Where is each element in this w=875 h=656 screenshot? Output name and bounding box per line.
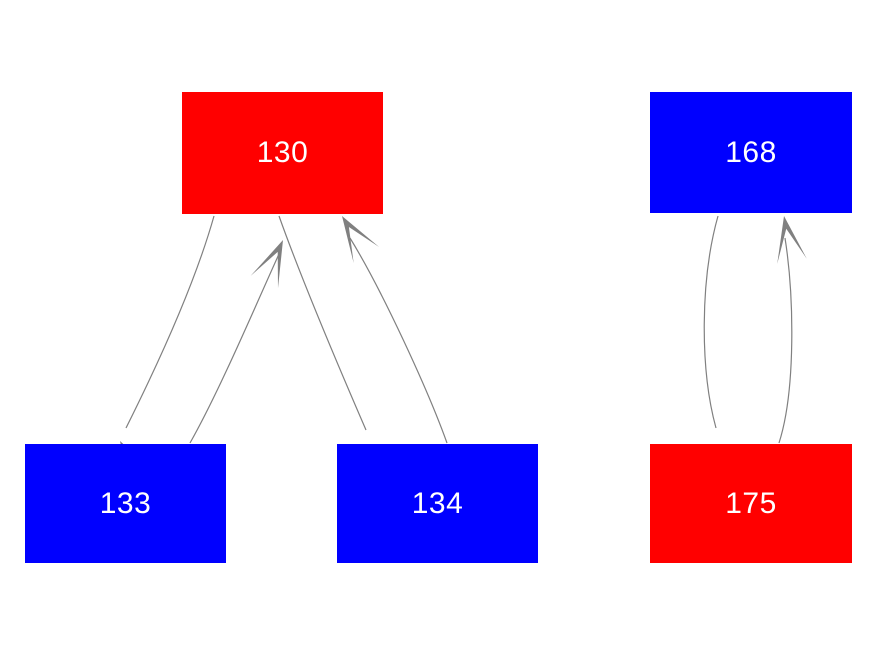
graph-node-130[interactable]: 130 (182, 92, 383, 214)
graph-edge-175-to-168 (777, 216, 807, 444)
graph-node-175[interactable]: 175 (650, 444, 852, 563)
node-label: 133 (99, 486, 152, 520)
edge-arrowhead (250, 240, 283, 289)
graph-edge-133-to-130 (189, 240, 283, 444)
node-label: 168 (725, 135, 777, 169)
node-label: 175 (725, 486, 777, 520)
graph-node-134[interactable]: 134 (337, 444, 538, 563)
edge-line (778, 237, 793, 444)
graph-edge-134-to-130 (342, 216, 448, 444)
graph-node-168[interactable]: 168 (650, 92, 852, 213)
edge-line (189, 253, 280, 444)
edge-line (125, 215, 215, 429)
edge-line (278, 215, 367, 431)
node-label: 130 (256, 136, 309, 169)
edge-arrowhead (777, 216, 807, 264)
edge-arrowhead (342, 216, 380, 263)
edge-line (703, 215, 719, 429)
graph-node-133[interactable]: 133 (25, 444, 226, 563)
node-label: 134 (411, 486, 464, 520)
edge-line (349, 237, 448, 444)
